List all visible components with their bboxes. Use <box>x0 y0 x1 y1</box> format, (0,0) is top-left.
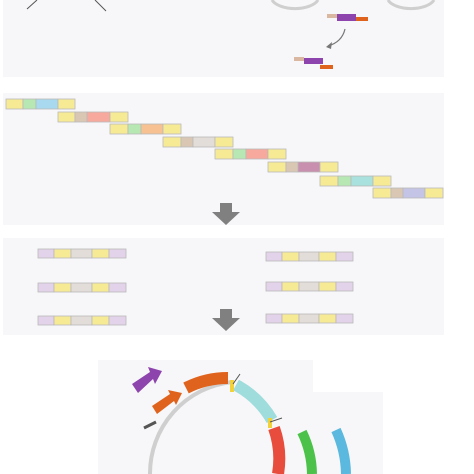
pair-left-3 <box>37 315 127 326</box>
plasmid-teal-arc <box>232 379 278 424</box>
cut-marker-1 <box>230 380 234 392</box>
pair-right-3 <box>265 313 354 324</box>
circle-arc-right <box>386 0 436 11</box>
plasmid-red-arc <box>268 425 286 474</box>
cropped-line-left <box>26 0 38 10</box>
fragment-orange-bottom <box>320 65 333 69</box>
plasmid-backbone <box>147 380 233 474</box>
fragment-tan-bottom <box>294 57 304 61</box>
orange-arrow-icon <box>152 390 182 414</box>
fragment-row-2 <box>57 111 129 123</box>
cut-marker-2 <box>268 418 272 428</box>
fragment-purple-strand <box>304 62 319 64</box>
cut-line-2 <box>269 417 283 423</box>
fragment-row-3 <box>109 123 182 135</box>
cropped-line-right <box>94 0 107 12</box>
pair-left-2 <box>37 282 127 293</box>
plasmid-orange-arc <box>183 371 229 394</box>
fragment-row-5 <box>214 148 287 160</box>
pair-right-2 <box>265 281 354 292</box>
curved-arrow-head-icon <box>326 42 332 49</box>
backbone-tick <box>143 420 157 430</box>
fragment-tan-top <box>327 14 337 18</box>
fragment-row-7 <box>319 175 392 187</box>
pair-left-1 <box>37 248 127 259</box>
fragment-row-8 <box>372 187 444 199</box>
plasmid-green-arc <box>297 429 317 474</box>
circle-arc-left <box>270 0 320 11</box>
fragment-purple-bottom <box>304 58 323 64</box>
fragment-purple-top <box>337 14 356 21</box>
pair-right-1 <box>265 251 354 262</box>
fragment-row-1 <box>5 98 76 110</box>
plasmid-panel-extension <box>267 392 383 474</box>
purple-arrow-icon <box>132 367 162 393</box>
top-panel <box>3 0 444 77</box>
fragment-orange-top <box>356 17 368 21</box>
fragment-row-6 <box>267 161 339 173</box>
plasmid-blue-arc <box>331 427 351 474</box>
cut-line-1 <box>232 373 241 385</box>
fragment-row-4 <box>162 136 234 148</box>
